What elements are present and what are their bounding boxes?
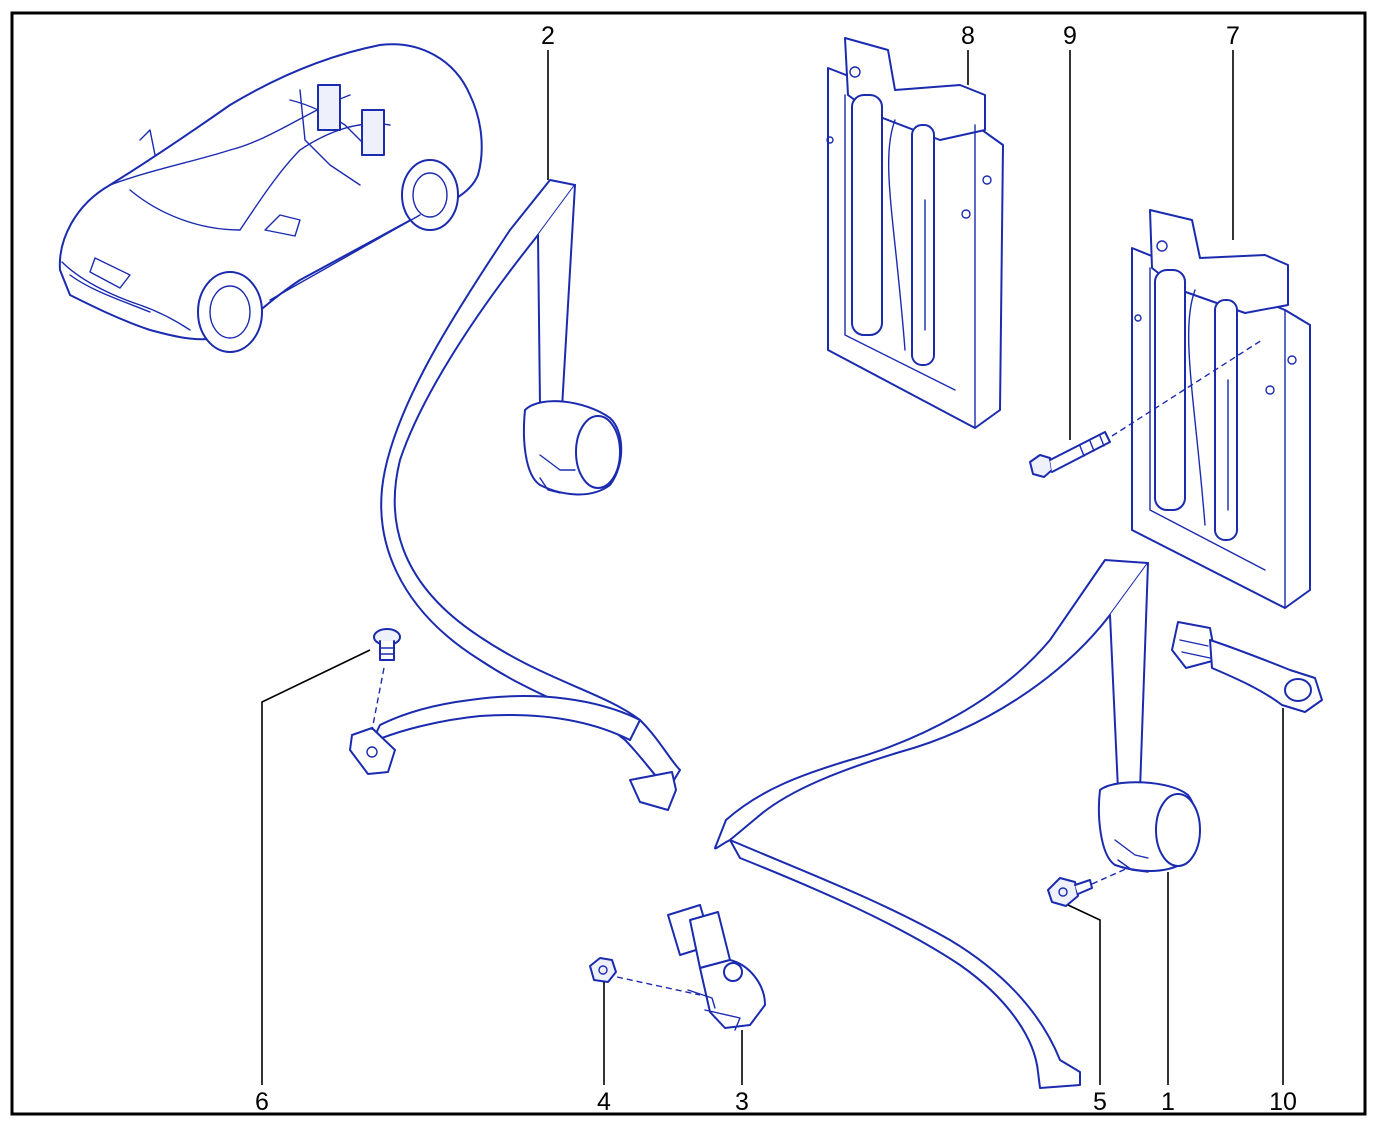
part-2-seat-belt-strap (349, 179, 681, 811)
callout-10: 10 (1269, 1088, 1297, 1116)
part-3-buckle (667, 904, 766, 1031)
callout-3: 3 (735, 1088, 749, 1116)
leader-lines (261, 50, 1284, 1085)
callout-labels: 2 8 9 7 6 4 3 5 1 10 (255, 22, 1297, 1116)
part-10-handle (1171, 621, 1323, 713)
callout-7: 7 (1226, 22, 1240, 50)
callout-4: 4 (597, 1088, 611, 1116)
part-7-seat-belt-module (1131, 209, 1311, 609)
callout-5: 5 (1093, 1088, 1107, 1116)
car-illustration (58, 43, 483, 353)
callout-1: 1 (1161, 1088, 1175, 1116)
part-1-seat-belt-retractor (714, 559, 1201, 1089)
leader-line-6 (261, 649, 371, 1085)
part-6-bolt (371, 628, 401, 731)
callout-6: 6 (255, 1088, 269, 1116)
part-9-long-bolt (1029, 339, 1263, 478)
leader-line-5 (1067, 904, 1101, 1085)
part-4-nut (589, 957, 701, 996)
part-8-seat-belt-module (826, 37, 1004, 429)
callout-9: 9 (1063, 22, 1077, 50)
callout-2: 2 (541, 22, 555, 50)
part-5-screw (1047, 867, 1129, 907)
callout-8: 8 (961, 22, 975, 50)
